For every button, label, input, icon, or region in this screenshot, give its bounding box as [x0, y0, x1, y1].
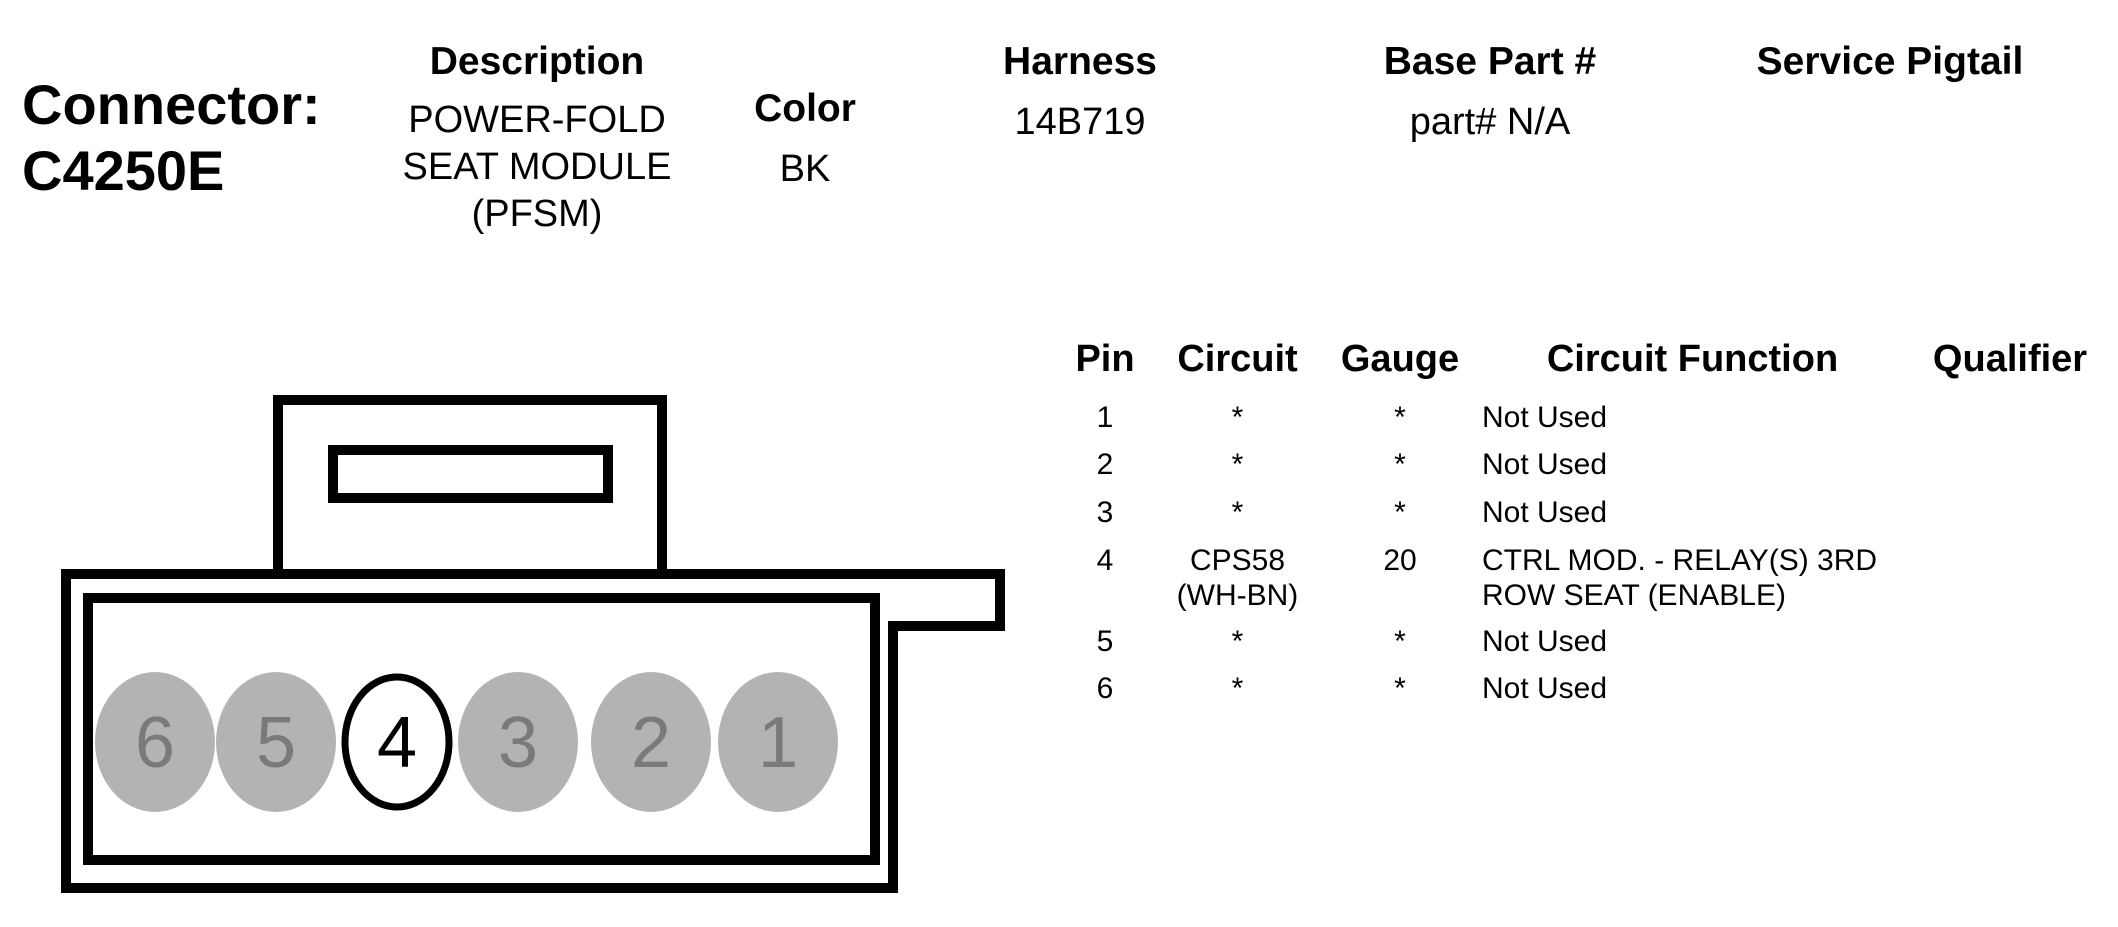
circuit-function-line: CTRL MOD. - RELAY(S) 3RD [1482, 544, 1878, 577]
circuit-function-value: Not Used [1482, 496, 1608, 529]
gauge-value: * [1394, 672, 1406, 705]
gauge-value: * [1394, 401, 1406, 434]
connector-label: Connector: [22, 73, 321, 136]
base-part-value: part# N/A [1409, 101, 1571, 143]
circuit-value: * [1231, 448, 1244, 481]
service-pigtail-header: Service Pigtail [1756, 40, 2024, 83]
pin-5: 5 [216, 672, 336, 812]
pin-number: 5 [1096, 625, 1114, 658]
circuit-value-line: (WH-BN) [1176, 579, 1299, 612]
harness-value: 14B719 [1014, 101, 1146, 143]
pin-label: 3 [498, 703, 538, 783]
circuit-value-line: CPS58 [1189, 544, 1286, 577]
circuit-function-value: Not Used [1482, 672, 1608, 705]
circuit-function-value: Not Used [1482, 401, 1608, 434]
pin-number: 4 [1096, 544, 1114, 577]
gauge-value: * [1394, 496, 1406, 529]
pin-cavity [458, 672, 578, 812]
pin-group: 6 5 4 3 2 1 [95, 672, 838, 812]
circuit-value: * [1231, 401, 1244, 434]
pin-6: 6 [95, 672, 215, 812]
pin-number: 1 [1096, 401, 1114, 434]
description-value: POWER-FOLD SEAT MODULE (PFSM) [352, 97, 722, 238]
pin-header: Pin [1075, 338, 1135, 380]
circuit-function-value: Not Used [1482, 448, 1608, 481]
description-line: SEAT MODULE [402, 146, 672, 188]
pin-cavity [341, 673, 453, 811]
color-header: Color [754, 87, 856, 130]
connector-face-diagram: 6 5 4 3 2 1 [61, 395, 1005, 893]
circuit-function-header: Circuit Function [1546, 338, 1839, 380]
pin-number: 6 [1096, 672, 1114, 705]
circuit-value: CPS58 (WH-BN) [1160, 543, 1315, 613]
qualifier-header: Qualifier [1932, 338, 2088, 380]
circuit-value: * [1231, 672, 1244, 705]
pin-cavity [216, 672, 336, 812]
gauge-value: * [1394, 448, 1406, 481]
pin-label: 4 [377, 703, 417, 783]
base-part-header: Base Part # [1383, 40, 1597, 83]
pin-cavity [591, 672, 711, 812]
pin-4: 4 [341, 673, 453, 811]
gauge-value: 20 [1383, 544, 1417, 577]
pin-cavity [95, 672, 215, 812]
description-line: POWER-FOLD [408, 99, 666, 141]
pin-label: 6 [135, 703, 175, 783]
circuit-function-value: CTRL MOD. - RELAY(S) 3RD ROW SEAT (ENABL… [1482, 543, 1922, 613]
pin-label: 5 [256, 703, 296, 783]
pin-cavity [718, 672, 838, 812]
connector-id: C4250E [22, 139, 225, 202]
pin-number: 3 [1096, 496, 1114, 529]
pin-label: 2 [631, 703, 671, 783]
gauge-value: * [1394, 625, 1406, 658]
description-line: (PFSM) [471, 193, 603, 235]
gauge-header: Gauge [1340, 338, 1460, 380]
connector-outline [61, 395, 1005, 893]
pin-label: 1 [758, 703, 798, 783]
circuit-header: Circuit [1177, 338, 1298, 380]
connector-title: Connector: C4250E [22, 72, 321, 204]
color-value: BK [779, 148, 831, 190]
pin-1: 1 [718, 672, 838, 812]
pin-3: 3 [458, 672, 578, 812]
harness-header: Harness [1003, 40, 1157, 83]
circuit-function-value: Not Used [1482, 625, 1608, 658]
pin-number: 2 [1096, 448, 1114, 481]
description-header: Description [429, 40, 645, 83]
pin-2: 2 [591, 672, 711, 812]
circuit-value: * [1231, 496, 1244, 529]
circuit-function-line: ROW SEAT (ENABLE) [1482, 579, 1786, 612]
circuit-value: * [1231, 625, 1244, 658]
